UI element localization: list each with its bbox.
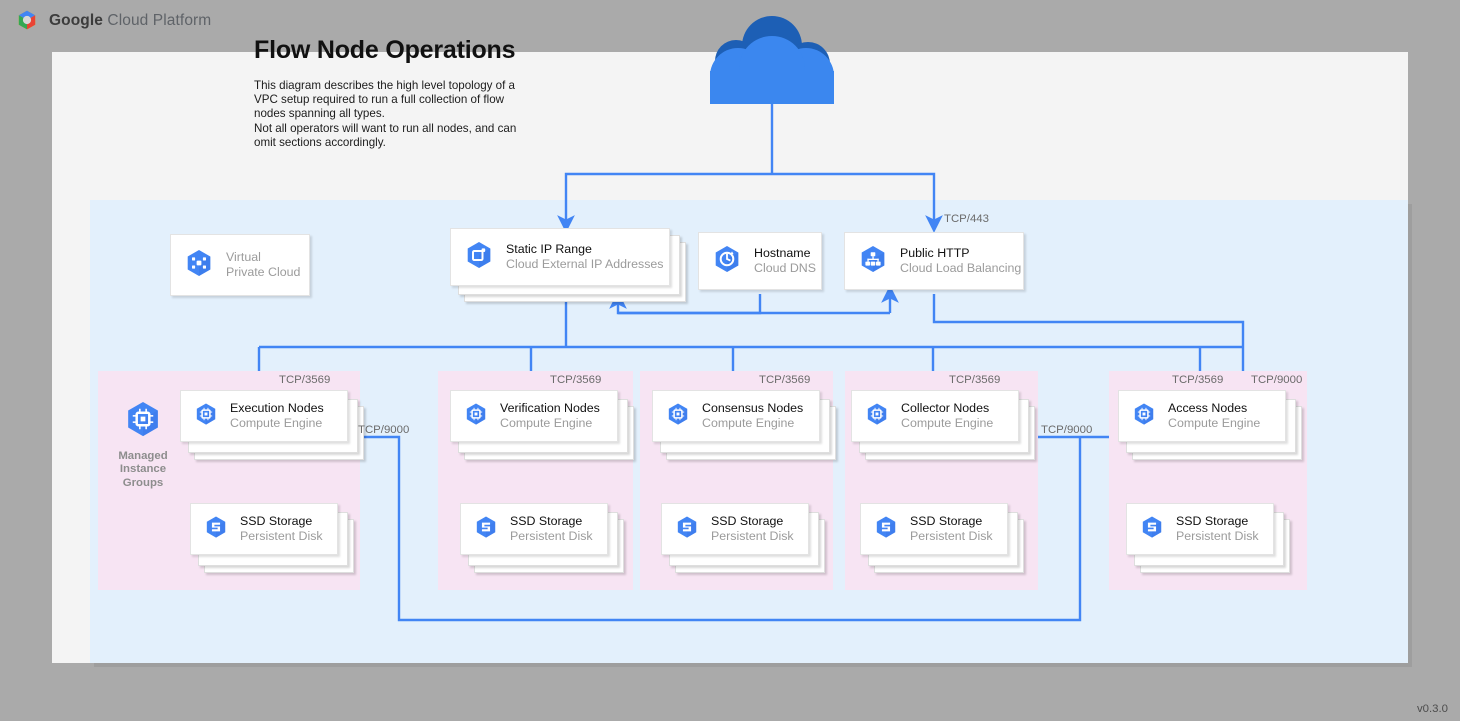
- node-subtitle: Persistent Disk: [1176, 529, 1259, 543]
- node-title: SSD Storage: [711, 514, 784, 528]
- compute-engine-icon: [665, 401, 691, 432]
- node-title: SSD Storage: [1176, 514, 1249, 528]
- node-label-group: Collector Nodes Compute Engine: [901, 401, 993, 431]
- node-hostname[interactable]: Hostname Cloud DNS: [698, 232, 822, 290]
- node-label-group: Consensus Nodes Compute Engine: [702, 401, 803, 431]
- node-subtitle: Persistent Disk: [711, 529, 794, 543]
- node-collector-nodes[interactable]: Collector Nodes Compute Engine: [851, 390, 1019, 442]
- node-subtitle: Cloud DNS: [754, 261, 816, 275]
- node-title: SSD Storage: [240, 514, 313, 528]
- persistent-disk-icon: [674, 514, 700, 545]
- description-line: This diagram describes the high level to…: [254, 79, 516, 92]
- description-line: Not all operators will want to run all n…: [254, 121, 517, 135]
- brand-bold: Google: [49, 12, 103, 29]
- node-consensus-ssd-storage[interactable]: SSD Storage Persistent Disk: [661, 503, 809, 555]
- node-title: Collector Nodes: [901, 401, 990, 415]
- internet-cloud-icon: [680, 14, 864, 110]
- mig-line-1: Managed: [118, 449, 168, 462]
- vpc-icon: [183, 247, 215, 284]
- node-subtitle: Persistent Disk: [910, 529, 993, 543]
- node-title: Hostname: [754, 246, 811, 260]
- node-label-group: SSD Storage Persistent Disk: [510, 514, 593, 544]
- node-static-ip-range[interactable]: Static IP Range Cloud External IP Addres…: [450, 228, 670, 286]
- node-label-group: Execution Nodes Compute Engine: [230, 401, 324, 431]
- node-subtitle: Compute Engine: [500, 416, 593, 430]
- external-ip-icon: [463, 239, 495, 276]
- node-label-group: Access Nodes Compute Engine: [1168, 401, 1260, 431]
- node-title: SSD Storage: [510, 514, 583, 528]
- node-subtitle: Compute Engine: [901, 416, 994, 430]
- node-verification-ssd-storage[interactable]: SSD Storage Persistent Disk: [460, 503, 608, 555]
- node-title: Verification Nodes: [500, 401, 600, 415]
- compute-engine-icon: [864, 401, 890, 432]
- port-label-tcp-3569-verification: TCP/3569: [550, 374, 602, 386]
- port-label-tcp-3569-consensus: TCP/3569: [759, 374, 811, 386]
- load-balancing-icon: [857, 243, 889, 280]
- persistent-disk-icon: [1139, 514, 1165, 545]
- brand-light: Cloud Platform: [103, 12, 212, 29]
- port-label-tcp-9000-collector: TCP/9000: [1041, 424, 1093, 436]
- node-label-group: Verification Nodes Compute Engine: [500, 401, 600, 431]
- node-label-group: Public HTTP Cloud Load Balancing: [900, 246, 1021, 276]
- port-label-tcp-443: TCP/443: [944, 213, 989, 225]
- brand-label: Google Cloud Platform: [49, 12, 211, 30]
- node-execution-nodes[interactable]: Execution Nodes Compute Engine: [180, 390, 348, 442]
- description-line: nodes spanning all types.: [254, 107, 385, 121]
- node-label-group: Static IP Range Cloud External IP Addres…: [506, 242, 664, 272]
- node-collector-ssd-storage[interactable]: SSD Storage Persistent Disk: [860, 503, 1008, 555]
- gcp-hexagon-logo-icon: [14, 8, 40, 34]
- node-subtitle: Private Cloud: [226, 265, 301, 279]
- port-label-tcp-9000-access: TCP/9000: [1251, 374, 1303, 386]
- port-label-tcp-3569-collector: TCP/3569: [949, 374, 1001, 386]
- compute-engine-icon: [1131, 401, 1157, 432]
- description-line: omit sections accordingly.: [254, 135, 386, 149]
- node-title: Virtual: [226, 250, 261, 264]
- node-title: SSD Storage: [910, 514, 983, 528]
- node-consensus-nodes[interactable]: Consensus Nodes Compute Engine: [652, 390, 820, 442]
- node-label-group: SSD Storage Persistent Disk: [240, 514, 323, 544]
- node-subtitle: Persistent Disk: [240, 529, 323, 543]
- port-label-tcp-3569-execution: TCP/3569: [279, 374, 331, 386]
- node-title: Consensus Nodes: [702, 401, 804, 415]
- compute-engine-icon: [463, 401, 489, 432]
- mig-line-2: Instance: [119, 463, 167, 475]
- node-public-http[interactable]: Public HTTP Cloud Load Balancing: [844, 232, 1024, 290]
- persistent-disk-icon: [473, 514, 499, 545]
- node-label-group: SSD Storage Persistent Disk: [1176, 514, 1259, 544]
- node-execution-ssd-storage[interactable]: SSD Storage Persistent Disk: [190, 503, 338, 555]
- node-virtual-private-cloud[interactable]: Virtual Private Cloud: [170, 234, 310, 296]
- node-label-group: SSD Storage Persistent Disk: [711, 514, 794, 544]
- version-label: v0.3.0: [1416, 703, 1448, 715]
- cloud-dns-icon: [711, 243, 743, 280]
- node-title: Access Nodes: [1168, 401, 1248, 415]
- node-access-ssd-storage[interactable]: SSD Storage Persistent Disk: [1126, 503, 1274, 555]
- node-subtitle: Compute Engine: [230, 416, 323, 430]
- description-line: VPC setup required to run a full collect…: [254, 93, 505, 107]
- node-subtitle: Cloud Load Balancing: [900, 261, 1022, 275]
- port-label-tcp-3569-access: TCP/3569: [1172, 374, 1224, 386]
- node-title: Execution Nodes: [230, 401, 324, 415]
- diagram-description: This diagram describes the high level to…: [254, 79, 544, 150]
- port-label-tcp-9000-execution: TCP/9000: [358, 424, 410, 436]
- node-subtitle: Compute Engine: [702, 416, 795, 430]
- compute-engine-icon: [193, 401, 219, 432]
- gcp-brand-header: Google Cloud Platform: [14, 8, 211, 34]
- node-label-group: Hostname Cloud DNS: [754, 246, 816, 276]
- node-title: Static IP Range: [506, 242, 592, 256]
- persistent-disk-icon: [203, 514, 229, 545]
- node-access-nodes[interactable]: Access Nodes Compute Engine: [1118, 390, 1286, 442]
- node-subtitle: Persistent Disk: [510, 529, 593, 543]
- managed-instance-groups-label: Managed Instance Groups: [105, 398, 181, 490]
- mig-line-3: Groups: [122, 476, 164, 489]
- node-subtitle: Cloud External IP Addresses: [506, 257, 664, 271]
- compute-engine-icon: [105, 398, 181, 445]
- persistent-disk-icon: [873, 514, 899, 545]
- node-subtitle: Compute Engine: [1168, 416, 1261, 430]
- node-label-group: Virtual Private Cloud: [226, 250, 300, 280]
- node-label-group: SSD Storage Persistent Disk: [910, 514, 993, 544]
- node-verification-nodes[interactable]: Verification Nodes Compute Engine: [450, 390, 618, 442]
- page-title: Flow Node Operations: [254, 36, 516, 64]
- node-title: Public HTTP: [900, 246, 970, 260]
